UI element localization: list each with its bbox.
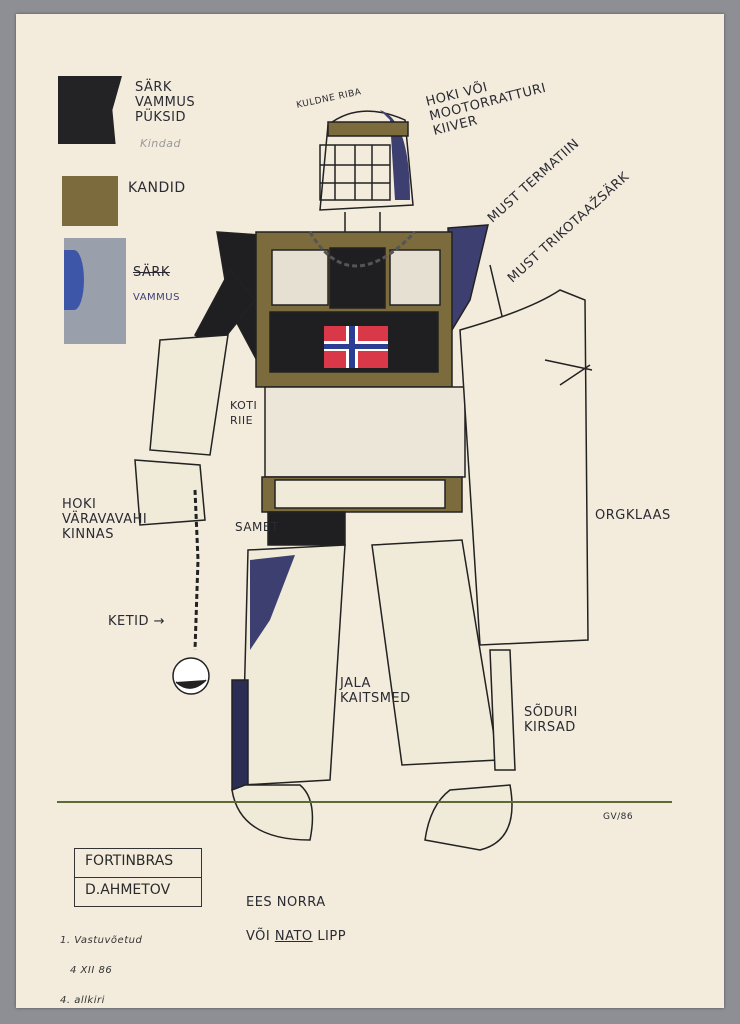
legend-black-note: Kindad [140, 137, 181, 150]
swatch-black [58, 76, 122, 144]
swatch-blue-mark [64, 250, 84, 310]
label-glove: HOKI VÄRAVAVAHI KINNAS [62, 497, 148, 542]
legend-grey-label-struck: SÄRK [133, 265, 170, 280]
approval-line2: 4 XII 86 [70, 965, 113, 976]
label-samet: SAMET [235, 520, 279, 534]
flag-note-line2: VÕI NATO LIPP [246, 929, 346, 944]
legend-black-label: SÄRK VAMMUS PÜKSID [135, 80, 196, 125]
helmet [319, 110, 414, 211]
legend-gold-label: KANDID [128, 180, 186, 196]
actor-name: D.AHMETOV [75, 877, 201, 906]
character-name: FORTINBRAS [85, 853, 174, 869]
torso [216, 224, 489, 513]
label-ketid: KETID → [108, 614, 166, 629]
flag-note-line1: EES NORRA [246, 895, 326, 910]
approval-line1: 1. Vastuvõetud [60, 935, 143, 946]
approval-note: 1. Vastuvõetud 4 XII 86 4. allkiri [60, 918, 142, 1023]
artist-signature-date: GV/86 [603, 812, 634, 822]
shield [459, 289, 593, 646]
legs [231, 511, 516, 851]
flag-note-suffix: LIPP [317, 929, 347, 944]
label-koti-riie: KOTI RIIE [230, 399, 258, 427]
label-jala-kaitsmed: JALA KAITSMED [340, 676, 411, 706]
title-box: FORTINBRAS D.AHMETOV [74, 848, 202, 907]
chain-and-ball [172, 489, 210, 695]
flag-note-prefix: VÕI [246, 929, 271, 944]
approval-line3: 4. allkiri [60, 995, 105, 1006]
label-soduri-kirsad: SÕDURI KIRSAD [524, 705, 578, 735]
legend-grey-label: VAMMUS [133, 292, 180, 303]
label-orgklaas: ORGKLAAS [595, 508, 671, 523]
swatch-gold [62, 176, 118, 226]
flag-note-nato: NATO [274, 929, 313, 944]
flag-note: EES NORRA VÕI NATO LIPP [246, 880, 346, 959]
